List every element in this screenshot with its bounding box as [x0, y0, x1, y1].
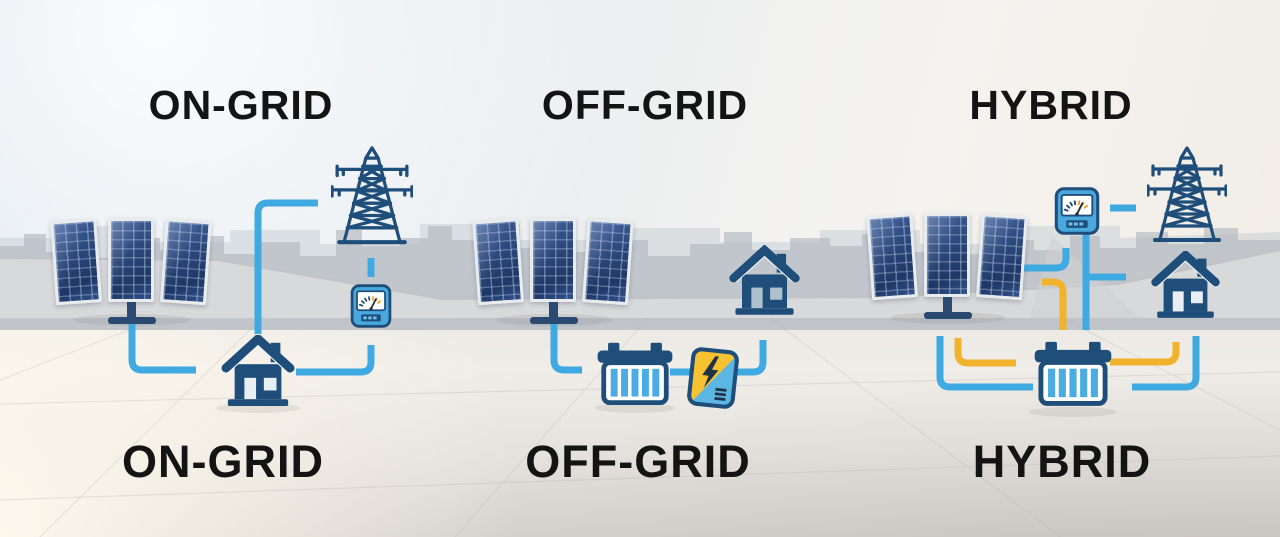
section-title-top-hybrid: HYBRID [969, 82, 1133, 128]
arrow-battery-to-panel [936, 336, 1033, 391]
section-title-bottom-off-grid: OFF-GRID [525, 436, 751, 487]
section-title-top-off-grid: OFF-GRID [541, 82, 749, 128]
arrow-house-battery-bidirectional [1132, 336, 1200, 391]
electric-meter-icon [1054, 187, 1100, 235]
solar-panel-module [976, 213, 1028, 301]
solar-panel-icon [50, 218, 212, 338]
house-icon [221, 335, 295, 407]
electric-meter-icon [350, 284, 392, 328]
battery-icon [597, 342, 673, 406]
arrow-house-to-meter [296, 345, 375, 376]
solar-panel-module [866, 213, 918, 301]
arrow-house-to-grid-tower [254, 199, 318, 334]
solar-panel-module [108, 218, 154, 302]
solar-panel-module [530, 218, 576, 302]
arrow-panel-to-battery [550, 316, 582, 374]
transmission-tower-icon [1147, 146, 1227, 242]
battery-icon [1034, 341, 1112, 406]
house-icon [729, 245, 800, 315]
arrow-battery-to-house-yellow [1110, 342, 1180, 366]
solar-panel-icon [866, 213, 1028, 333]
house-icon [1151, 251, 1220, 318]
panel-stand-base [924, 312, 972, 319]
panel-stand-base [530, 317, 578, 324]
arrow-panel-to-meter [1022, 248, 1070, 272]
panel-stand [549, 302, 558, 320]
solar-panel-module [160, 218, 212, 306]
transmission-tower-icon [331, 146, 413, 245]
section-title-top-on-grid: ON-GRID [148, 82, 334, 128]
section-title-bottom-hybrid: HYBRID [972, 436, 1152, 487]
arrow-yellow-panel-battery [1042, 278, 1067, 330]
panel-stand [127, 302, 136, 320]
solar-panel-icon [472, 218, 634, 338]
rooftop-floor [0, 296, 1280, 537]
section-title-bottom-on-grid: ON-GRID [122, 436, 324, 487]
solar-panel-module [582, 218, 634, 306]
inverter-icon [687, 347, 739, 409]
arrow-panel-to-house [128, 316, 196, 374]
solar-panel-module [50, 218, 102, 306]
arrow-inverter-to-house [734, 340, 767, 376]
lightning-bolt-icon [702, 356, 719, 389]
solar-panel-module [472, 218, 524, 306]
arrow-yellow-charge-battery [954, 338, 1016, 367]
solar-panel-module [924, 213, 970, 297]
panel-stand-base [108, 317, 156, 324]
panel-stand [943, 297, 952, 315]
